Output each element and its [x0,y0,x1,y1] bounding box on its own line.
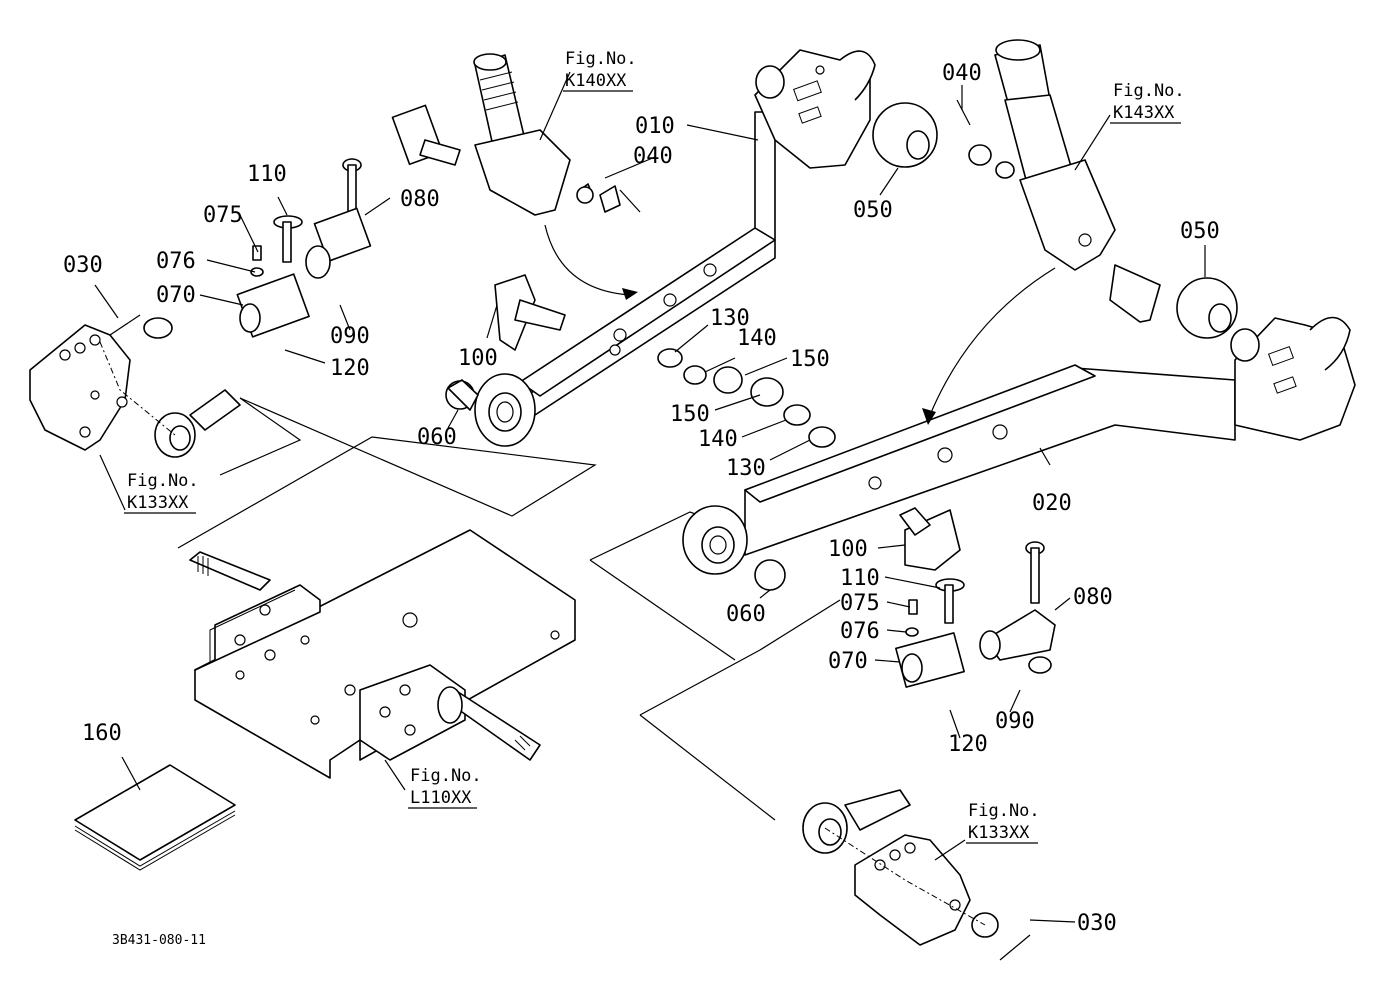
part-label-120-left: 120 [330,356,370,381]
fig-prefix-k143: Fig.No. [1113,81,1185,101]
part-label-060-left: 060 [417,425,457,450]
lift-rod-right [994,39,1161,323]
fig-ref-k133-right: K133XX [968,823,1030,843]
lower-link-right [682,316,1356,575]
part-label-160: 160 [82,721,122,746]
mount-plate-right [824,827,986,946]
part-label-050-left: 050 [853,198,893,223]
part-number-labels: 010 020 030 030 040 040 050 050 060 060 … [63,61,1220,936]
part-label-040-right: 040 [942,61,982,86]
part-label-075-left: 075 [203,203,243,228]
washer-stack-lower [750,377,836,448]
part-label-050-right: 050 [1180,219,1220,244]
assembly-arrow-right [929,267,1056,416]
part-label-040-left: 040 [633,144,673,169]
lift-rod-left [391,53,571,216]
part-label-010: 010 [635,114,675,139]
ball-joint-left [154,389,241,458]
fig-ref-l110: L110XX [410,788,472,808]
leader-lines [94,71,1206,923]
ball-left [872,102,938,168]
part-label-100-right: 100 [828,537,868,562]
part-label-076-right: 076 [840,619,880,644]
fig-prefix-k140: Fig.No. [565,49,637,69]
manual-book [74,764,236,871]
part-label-140-lower: 140 [698,427,738,452]
part-label-090-right: 090 [995,709,1035,734]
fig-prefix-l110: Fig.No. [410,766,482,786]
part-label-150-upper: 150 [790,347,830,372]
frame-link-left [177,397,597,549]
part-label-060-right: 060 [726,602,766,627]
washer-stack-upper [657,348,743,394]
part-label-130-upper: 130 [710,306,750,331]
figure-references: Fig.No. K140XX Fig.No. K143XX Fig.No. K1… [127,49,1185,843]
fig-ref-k133-left: K133XX [127,493,189,513]
part-label-070-right: 070 [828,649,868,674]
part-label-120-right: 120 [948,732,988,757]
part-label-075-right: 075 [840,591,880,616]
part-label-110-right: 110 [840,566,880,591]
lower-link-left [474,49,876,447]
drawing-code: 3B431-080-11 [112,933,206,948]
collar-left [445,379,479,411]
hardware-left [109,158,641,351]
part-label-150-lower: 150 [670,402,710,427]
part-label-030-left: 030 [63,253,103,278]
fig-ref-k140: K140XX [565,71,627,91]
part-label-140-upper: 140 [737,326,777,351]
part-label-030-right: 030 [1077,911,1117,936]
fig-prefix-k133-left: Fig.No. [127,471,199,491]
collar-right [754,559,786,591]
part-label-020: 020 [1032,491,1072,516]
fig-ref-k143: K143XX [1113,103,1175,123]
part-label-090-left: 090 [330,324,370,349]
drawbar-frame [189,529,576,779]
fig-prefix-k133-right: Fig.No. [968,801,1040,821]
assembly-arrow-left [544,224,631,296]
part-label-080-right: 080 [1073,585,1113,610]
part-label-070-left: 070 [156,283,196,308]
part-label-130-lower: 130 [726,456,766,481]
part-label-080-left: 080 [400,187,440,212]
part-label-100-left: 100 [458,346,498,371]
mount-plate-left [29,324,176,451]
ball-right [1176,277,1238,339]
part-label-110-left: 110 [247,162,287,187]
part-label-076-left: 076 [156,249,196,274]
